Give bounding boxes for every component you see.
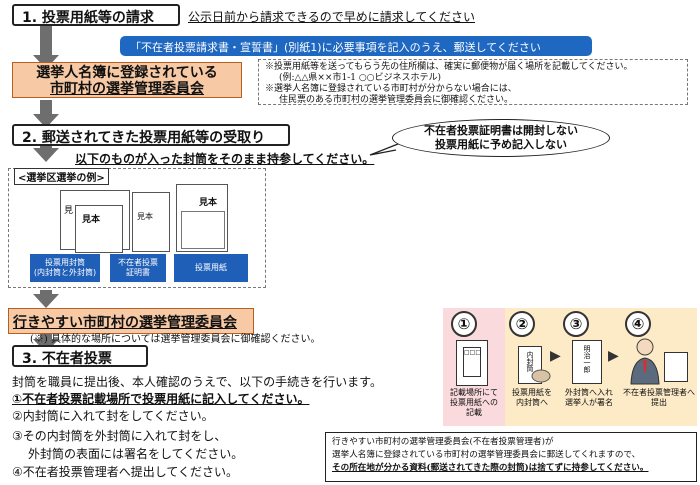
registered-line1: 選挙人名簿に登録されている <box>36 65 218 81</box>
accessible-election-committee: 行きやすい市町村の選挙管理委員会 <box>8 308 254 334</box>
flow-number-3: ③ <box>563 311 589 337</box>
bottom-note-line2: 選挙人名簿に登録されている市町村の選挙管理委員会に郵送してくれますので、 <box>332 450 641 460</box>
hand-icon <box>531 369 551 383</box>
bottom-note-line3: その所在地が分かる資料(郵送されてきた際の封筒)は捨てずに持参してください。 <box>332 463 649 473</box>
flow-number-2: ② <box>509 311 535 337</box>
example-title: <選挙区選挙の例> <box>14 168 109 185</box>
procedure-1: ①不在者投票記載場所で投票用紙に記入してください。 <box>12 392 310 406</box>
bottom-note-line1: 行きやすい市町村の選挙管理委員会(不在者投票管理者)が <box>332 437 554 447</box>
procedure-2: ②内封筒に入れて封をしてください。 <box>12 409 214 423</box>
flow-caption-3: 外封筒へ入れ 選挙人が署名 <box>565 388 613 407</box>
flow-caption-2: 投票用紙を 内封筒へ <box>512 388 552 407</box>
step1-note: 公示日前から請求できるので早めに請求してください <box>188 10 476 24</box>
step3-title: 3. 不在者投票 <box>12 345 148 367</box>
submitted-envelope-icon <box>664 352 688 382</box>
ballot-field <box>181 211 225 249</box>
step1-title: 1. 投票用紙等の請求 <box>12 4 180 26</box>
official-person-icon <box>630 338 660 385</box>
note-line: (例:△△県××市1-1 ○○ビジネスホテル) <box>279 73 442 83</box>
ballot-paper: 見本 <box>176 184 228 252</box>
bottom-note: 行きやすい市町村の選挙管理委員会(不在者投票管理者)が 選挙人名簿に登録されてい… <box>325 432 697 482</box>
label-certificate: 不在者投票 証明書 <box>110 254 166 282</box>
note-line: ※選挙人名簿に登録されている市町村が分からない場合には、 <box>265 84 517 94</box>
envelope-mark: 見本 <box>82 215 101 225</box>
voting-booth-icon: □□□ <box>456 340 488 386</box>
envelope-mark: 見 <box>64 206 74 216</box>
flow-connector <box>40 333 52 343</box>
outer-envelope-icon: 明治一郎 <box>572 340 602 384</box>
note-line: 住民票のある市町村の選挙管理委員会に御確認ください。 <box>279 95 514 105</box>
arrow-right-icon: ▶ <box>550 348 561 364</box>
step2-title: 2. 郵送されてきた投票用紙等の受取り <box>12 124 290 146</box>
request-instruction: 「不在者投票請求書・宣誓書」(別紙1)に必要事項を記入のうえ、郵送してください <box>120 36 592 56</box>
procedure-3: ③その内封筒を外封筒に入れて封をし、 <box>12 429 227 443</box>
flow-caption-1: 記載場所にて 投票用紙への 記載 <box>450 388 498 417</box>
bubble-tail <box>369 143 399 156</box>
flow-connector <box>40 20 52 60</box>
outer-envelope-label: 明治一郎 <box>583 345 591 373</box>
location-note: (※) 具体的な場所については選挙管理委員会に御確認ください。 <box>30 334 321 345</box>
step2-instruction: 以下のものが入った封筒をそのまま持参してください。 <box>75 152 375 166</box>
flow-number-4: ④ <box>625 311 651 337</box>
arrow-right-icon: ▶ <box>608 348 619 364</box>
address-notes: ※投票用紙等を送ってもらう先の住所欄は、確実に郵便物が届く場所を記載してください… <box>258 59 688 105</box>
flow-arrow-down <box>33 148 59 162</box>
note-line: ※投票用紙等を送ってもらう先の住所欄は、確実に郵便物が届く場所を記載してください… <box>265 62 633 72</box>
flow-caption-4: 不在者投票管理者へ 提出 <box>623 388 695 407</box>
flow-number-1: ① <box>451 311 477 337</box>
certificate: 見本 <box>132 192 170 252</box>
step3-intro: 封筒を職員に提出後、本人確認のうえで、以下の手続きを行います。 <box>12 375 382 389</box>
registered-election-committee: 選挙人名簿に登録されている 市町村の選挙管理委員会 <box>12 62 242 98</box>
inner-envelope-label: 内封筒 <box>526 351 534 372</box>
envelope-mark: 見本 <box>137 212 153 221</box>
caution-line2: 投票用紙に予め記入しない <box>435 138 567 151</box>
label-voting-envelope: 投票用封筒 (内封筒と外封筒) <box>30 254 100 282</box>
label-ballot: 投票用紙 <box>174 254 248 282</box>
envelope-mark: 見本 <box>199 198 218 208</box>
procedure-3b: 外封筒の表面には署名をしてください。 <box>28 447 244 461</box>
caution-line1: 不在者投票証明書は開封しない <box>424 124 578 137</box>
flow-arrow-down <box>33 294 59 308</box>
registered-line2: 市町村の選挙管理委員会 <box>50 81 204 97</box>
caution-bubble: 不在者投票証明書は開封しない 投票用紙に予め記入しない <box>392 119 610 157</box>
inner-envelope: 見本 <box>75 205 123 253</box>
procedure-4: ④不在者投票管理者へ提出してください。 <box>12 465 239 479</box>
